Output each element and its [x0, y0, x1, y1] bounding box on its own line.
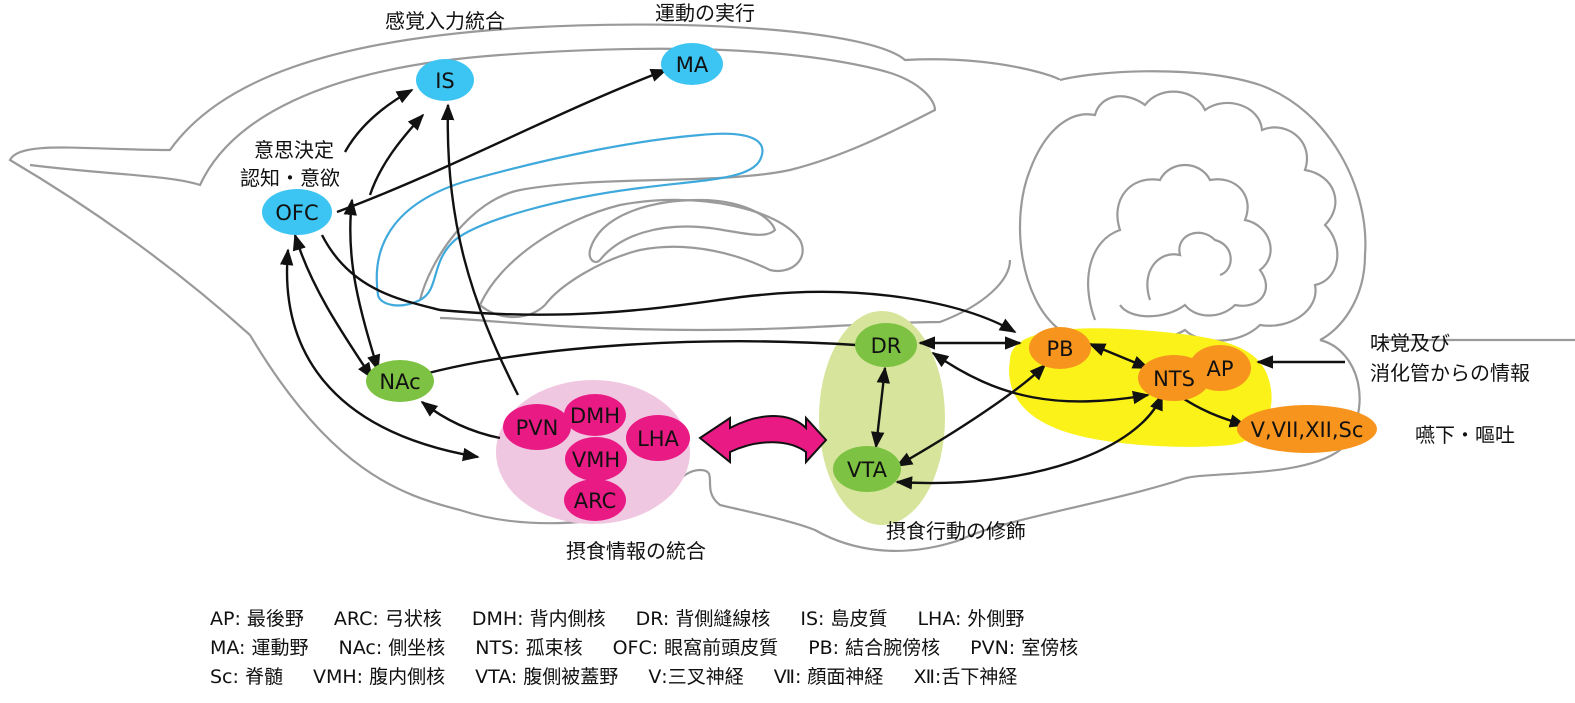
svg-text:NTS: NTS	[1153, 367, 1195, 391]
node-DMH: DMH	[564, 394, 626, 436]
legend-row: Sc: 脊髄 VMH: 腹内側核 VTA: 腹側被蓋野 Ⅴ:三叉神経 Ⅶ: 顔面神経 Ⅻ:…	[210, 663, 1540, 692]
legend-item: Sc: 脊髄	[210, 666, 283, 688]
svg-text:MA: MA	[676, 53, 709, 77]
legend-item: DMH: 背内側核	[471, 608, 606, 630]
legend-item: PB: 結合腕傍核	[808, 637, 941, 659]
node-PVN: PVN	[503, 404, 571, 450]
node-LHA: LHA	[626, 415, 690, 461]
ventricle	[375, 132, 764, 307]
legend-item: Ⅶ: 顔面神経	[773, 666, 884, 688]
node-IS: IS	[416, 59, 474, 101]
legend-item: OFC: 眼窩前頭皮質	[612, 637, 779, 659]
legend-row: MA: 運動野 NAc: 側坐核 NTS: 孤束核 OFC: 眼窩前頭皮質 PB: 結合…	[210, 634, 1540, 663]
legend-item: NTS: 孤束核	[475, 637, 583, 659]
label-decision: 意思決定	[254, 138, 334, 162]
legend-item: PVN: 室傍核	[970, 637, 1079, 659]
label-motor: 運動の実行	[655, 1, 755, 25]
node-OFC: OFC	[262, 189, 332, 235]
node-DR: DR	[855, 323, 917, 367]
svg-text:PVN: PVN	[516, 416, 559, 440]
legend-row: AP: 最後野 ARC: 弓状核 DMH: 背内側核 DR: 背側縫線核 IS: 島皮質…	[210, 605, 1540, 634]
hypothalamus-vta-arrow	[698, 415, 828, 465]
legend-item: DR: 背側縫線核	[635, 608, 771, 630]
node-PB: PB	[1029, 327, 1091, 369]
legend-item: Ⅴ:三叉神経	[648, 666, 744, 688]
svg-text:PB: PB	[1046, 337, 1073, 361]
node-VTA: VTA	[833, 446, 901, 492]
node-AP: AP	[1189, 345, 1251, 391]
label-feeding-integration: 摂食情報の統合	[566, 539, 706, 563]
svg-text:VMH: VMH	[572, 448, 620, 472]
svg-text:AP: AP	[1206, 357, 1233, 381]
node-ARC: ARC	[564, 479, 626, 521]
label-taste-info-1: 味覚及び	[1370, 331, 1450, 355]
node-NAc: NAc	[366, 360, 434, 402]
arrows	[279, 68, 1345, 490]
legend-item: NAc: 側坐核	[338, 637, 446, 659]
svg-text:NAc: NAc	[379, 370, 420, 394]
legend-item: ARC: 弓状核	[333, 608, 442, 630]
legend-item: Ⅻ:舌下神経	[913, 666, 1018, 688]
legend-item: AP: 最後野	[210, 608, 304, 630]
svg-text:ARC: ARC	[574, 489, 617, 513]
brain-diagram: IS MA OFC NAc PVN DMH LHA VMH ARC DR VTA	[8, 1, 1575, 563]
label-taste-info-2: 消化管からの情報	[1370, 361, 1530, 385]
svg-text:IS: IS	[435, 69, 455, 93]
svg-text:LHA: LHA	[637, 427, 679, 451]
label-sensory: 感覚入力統合	[385, 9, 505, 33]
svg-text:DMH: DMH	[570, 404, 620, 428]
node-VMH: VMH	[565, 437, 627, 481]
abbreviation-legend: AP: 最後野 ARC: 弓状核 DMH: 背内側核 DR: 背側縫線核 IS: 島皮質…	[210, 605, 1540, 692]
label-feeding-modulation: 摂食行動の修飾	[886, 519, 1026, 543]
svg-text:OFC: OFC	[275, 201, 318, 225]
brain-outline	[8, 23, 1575, 553]
label-swallow: 嚥下・嘔吐	[1415, 423, 1515, 447]
legend-item: VMH: 腹内側核	[312, 666, 446, 688]
legend-item: VTA: 腹側被蓋野	[475, 666, 619, 688]
svg-text:DR: DR	[871, 334, 902, 358]
svg-text:VTA: VTA	[847, 458, 888, 482]
legend-item: IS: 島皮質	[800, 608, 888, 630]
node-motor-nerves: V,VII,XII,Sc	[1237, 405, 1377, 453]
legend-item: MA: 運動野	[210, 637, 309, 659]
svg-text:V,VII,XII,Sc: V,VII,XII,Sc	[1251, 418, 1364, 442]
node-MA: MA	[661, 43, 723, 85]
legend-item: LHA: 外側野	[917, 608, 1025, 630]
label-cognition: 認知・意欲	[240, 166, 340, 190]
